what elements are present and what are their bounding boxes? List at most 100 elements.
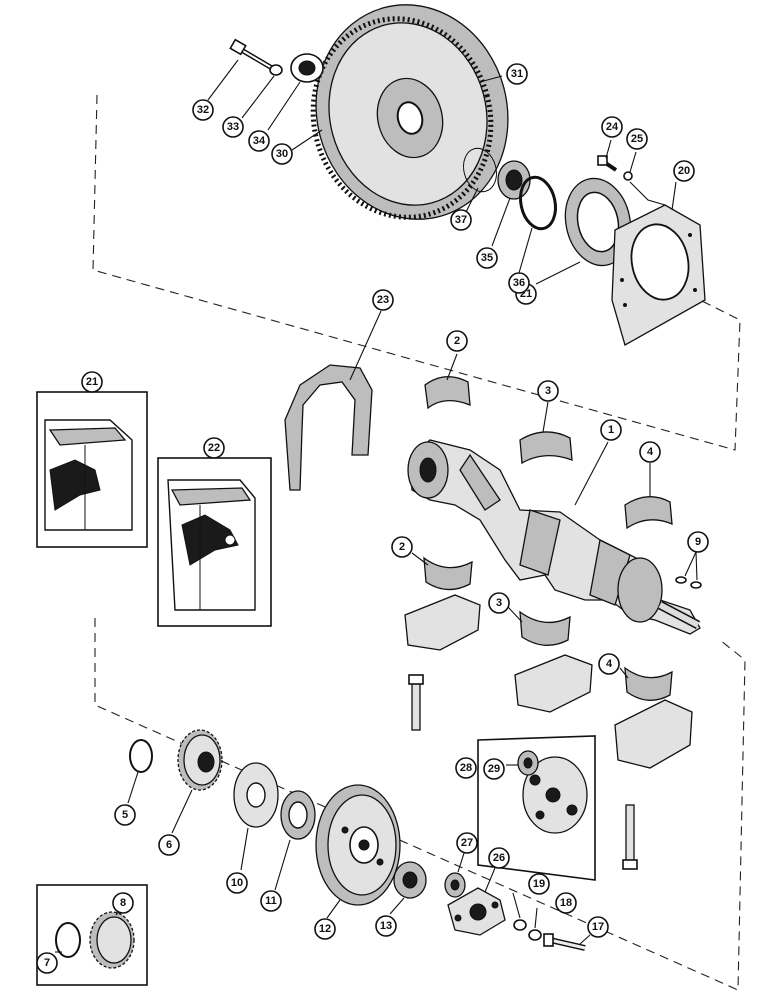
callout-22-inset: 22 [203, 437, 225, 459]
cap-bolt-right [622, 804, 638, 870]
svg-text:32: 32 [197, 104, 209, 116]
o-ring [519, 175, 557, 231]
callout-23: 23 [372, 289, 394, 311]
svg-text:4: 4 [606, 658, 613, 670]
svg-text:12: 12 [319, 923, 331, 935]
leader-lines [55, 59, 698, 953]
svg-text:24: 24 [606, 121, 619, 133]
pulley-spacer [393, 861, 427, 899]
callout-34: 34 [248, 130, 270, 152]
callout-25: 25 [626, 128, 648, 150]
callout-13: 13 [375, 915, 397, 937]
flat-washer [528, 929, 542, 941]
svg-text:7: 7 [44, 957, 50, 969]
callout-5: 5 [114, 804, 136, 826]
callout-2-upper: 2 [446, 330, 468, 352]
callout-26: 26 [488, 847, 510, 869]
svg-text:27: 27 [461, 837, 473, 849]
rear-gasket [284, 364, 373, 491]
cap-bolt-left [408, 674, 424, 731]
svg-text:4: 4 [647, 446, 654, 458]
callout-31: 31 [506, 63, 528, 85]
svg-text:34: 34 [253, 135, 266, 147]
svg-text:3: 3 [496, 597, 502, 609]
upper-main-bearing-rear [624, 496, 673, 530]
svg-text:28: 28 [460, 762, 472, 774]
flywheel-washer [269, 64, 283, 76]
callout-28: 28 [455, 757, 477, 779]
upper-main-bearing-center [519, 431, 573, 465]
svg-text:17: 17 [592, 921, 604, 933]
callout-9: 9 [687, 531, 709, 553]
oil-slinger [233, 762, 279, 828]
callout-10: 10 [226, 872, 248, 894]
callout-3-upper: 3 [537, 380, 559, 402]
callout-20: 20 [673, 160, 695, 182]
callout-32: 32 [192, 99, 214, 121]
seal-retainer-plate [611, 204, 706, 346]
callout-4-upper: 4 [639, 441, 661, 463]
crankshaft-keys [675, 576, 702, 589]
upper-dashed-boundary [92, 94, 741, 451]
drive-flange [447, 887, 506, 936]
svg-text:35: 35 [481, 252, 493, 264]
callout-19: 19 [528, 873, 550, 895]
callout-37: 37 [450, 209, 472, 231]
callout-27: 27 [456, 832, 478, 854]
callout-4-lower: 4 [598, 653, 620, 675]
svg-text:13: 13 [380, 920, 392, 932]
svg-text:23: 23 [377, 294, 389, 306]
callout-1: 1 [600, 419, 622, 441]
svg-text:29: 29 [488, 763, 500, 775]
main-bearing-cap-front [404, 594, 481, 651]
lower-main-bearing-front [423, 556, 473, 591]
lock-washer [513, 919, 527, 931]
svg-text:1: 1 [608, 424, 614, 436]
callout-3-lower: 3 [488, 592, 510, 614]
svg-text:19: 19 [533, 878, 545, 890]
callout-36: 36 [508, 272, 530, 294]
callout-7: 7 [36, 952, 58, 974]
svg-text:26: 26 [493, 852, 505, 864]
svg-text:37: 37 [455, 214, 467, 226]
callout-29: 29 [483, 758, 505, 780]
flywheel-bolt [229, 38, 274, 71]
svg-text:21: 21 [86, 376, 98, 388]
lower-main-bearing-rear [624, 666, 673, 701]
callout-35: 35 [476, 247, 498, 269]
seal-detail-inset-21 [36, 391, 148, 548]
svg-text:20: 20 [678, 165, 690, 177]
front-oil-seal [280, 790, 316, 840]
callout-33: 33 [222, 116, 244, 138]
svg-text:31: 31 [511, 68, 523, 80]
svg-text:33: 33 [227, 121, 239, 133]
svg-text:3: 3 [545, 385, 551, 397]
retainer-washer [623, 171, 633, 181]
svg-text:10: 10 [231, 877, 243, 889]
upper-main-bearing-front [424, 376, 471, 410]
svg-text:11: 11 [265, 895, 277, 907]
svg-text:25: 25 [631, 133, 643, 145]
drive-bushing [444, 872, 466, 898]
svg-text:6: 6 [166, 839, 172, 851]
main-bearing-cap-rear [614, 699, 693, 769]
pilot-bearing [290, 53, 324, 83]
flywheel-ring-gear [310, 4, 509, 220]
svg-text:5: 5 [122, 809, 128, 821]
svg-text:2: 2 [399, 541, 405, 553]
pulley-bolt [543, 933, 586, 951]
coupling-hub [522, 756, 588, 834]
rear-bearing [497, 160, 531, 200]
callout-11: 11 [260, 890, 282, 912]
snap-ring [463, 147, 497, 193]
retainer-bolt [597, 155, 618, 172]
crankshaft-gear [177, 729, 223, 791]
callout-8: 8 [112, 892, 134, 914]
callout-18: 18 [555, 892, 577, 914]
svg-text:2: 2 [454, 335, 460, 347]
crankshaft [407, 439, 701, 635]
front-thrust-washer [129, 739, 153, 773]
callout-17: 17 [587, 916, 609, 938]
main-bearing-cap-center [514, 654, 593, 713]
